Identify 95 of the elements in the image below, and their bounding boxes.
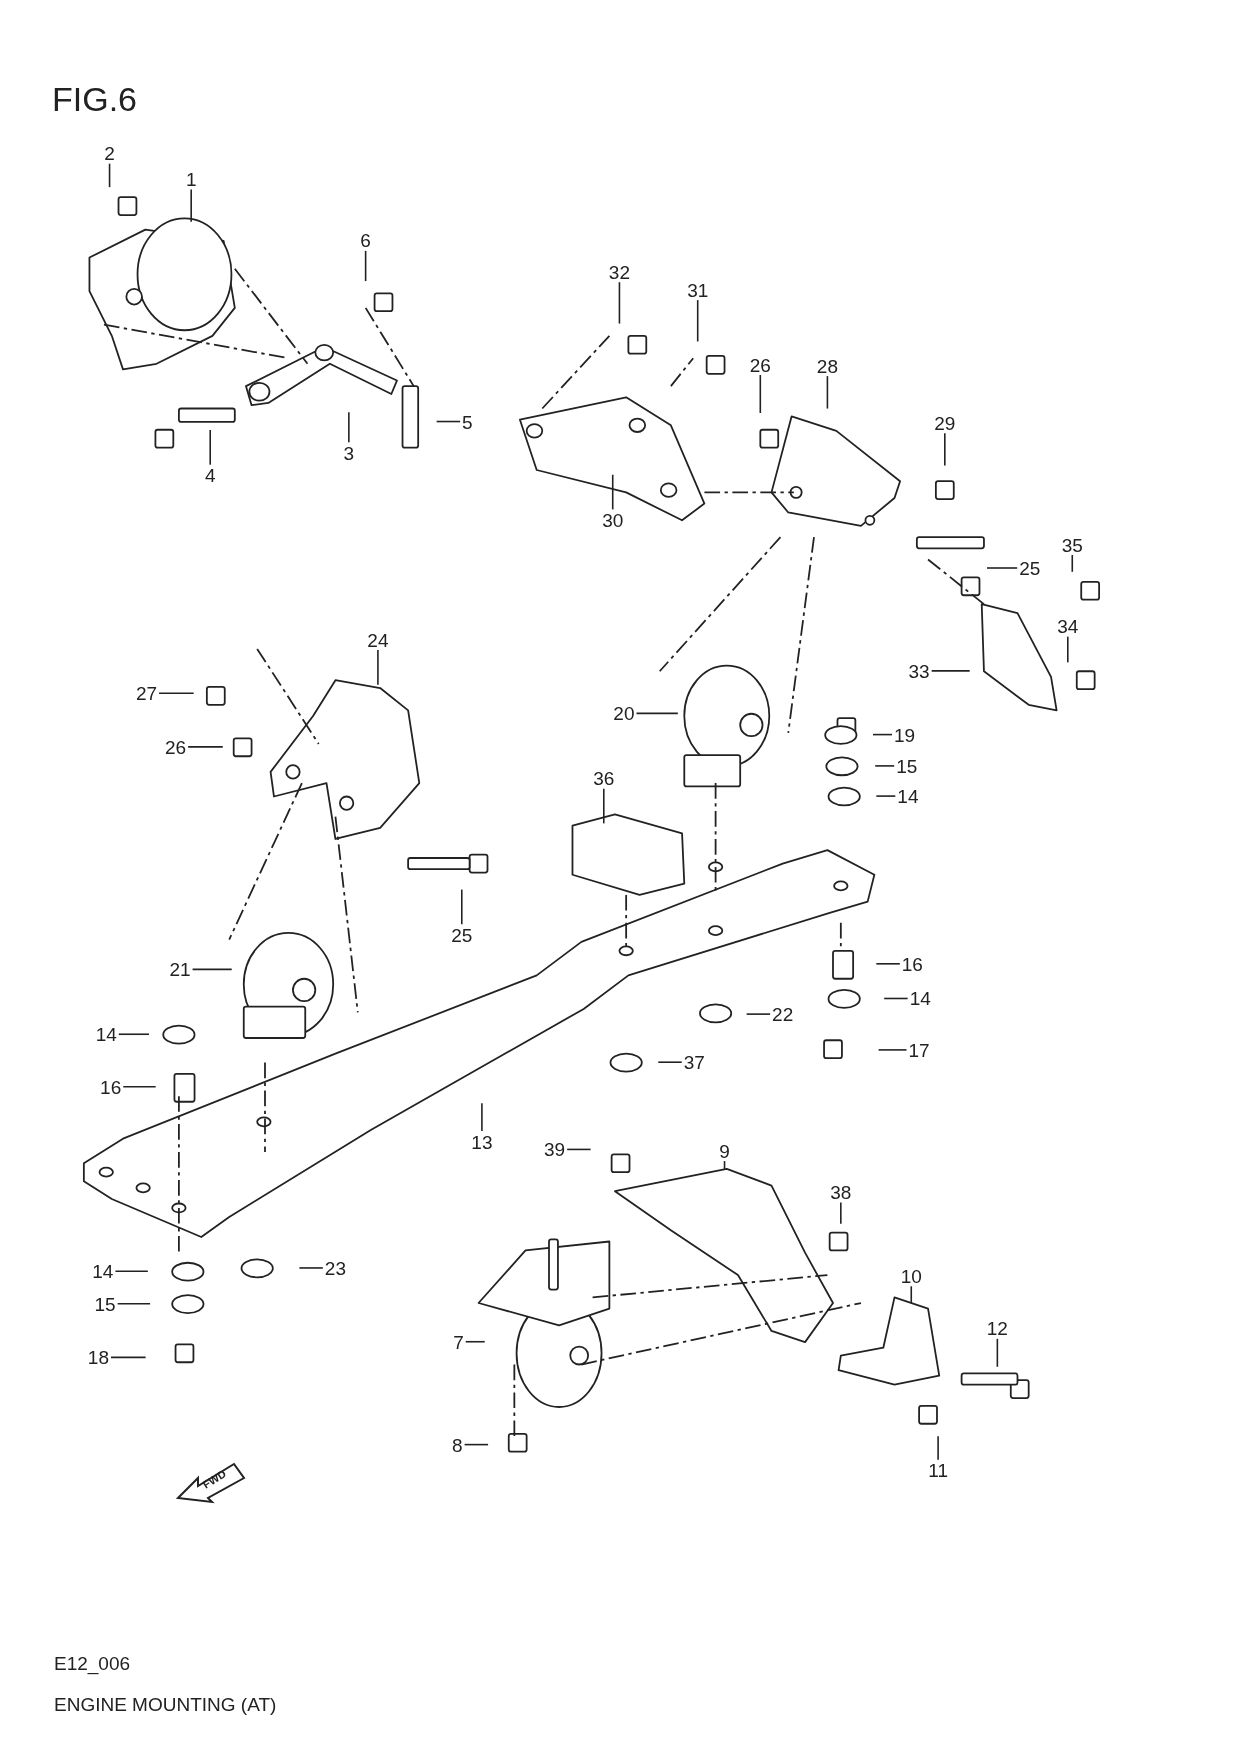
leader-line (110, 1356, 147, 1359)
callout-number: 2 (102, 142, 117, 164)
callout-number: 4 (202, 464, 218, 486)
callout-number: 35 (1059, 534, 1085, 555)
callout-number: 32 (606, 261, 632, 283)
leader-line (611, 473, 614, 511)
callout-number: 13 (469, 1131, 495, 1153)
leader-line (1071, 554, 1074, 573)
callout-number: 16 (899, 953, 925, 975)
callout-number: 22 (770, 1003, 796, 1025)
callout-number: 38 (828, 1181, 854, 1203)
callout-number: 29 (932, 412, 958, 434)
leader-line (122, 1086, 157, 1088)
callout-number: 3 (341, 442, 357, 464)
leader-line (1067, 635, 1069, 664)
callout-number: 25 (449, 924, 475, 946)
callout-number: 16 (98, 1076, 124, 1098)
callout-number: 15 (894, 755, 920, 777)
leader-line (996, 1338, 999, 1368)
leader-line (118, 1033, 150, 1036)
callout-number: 27 (133, 682, 160, 704)
callout-number: 12 (984, 1317, 1010, 1339)
leader-line (464, 1340, 486, 1343)
callout-number: 6 (358, 229, 373, 251)
callout-number: 17 (906, 1039, 932, 1061)
callout-number: 14 (93, 1023, 119, 1045)
leader-line (635, 712, 679, 715)
leader-line (696, 299, 699, 343)
leader-line (298, 1267, 324, 1269)
callout-number: 30 (600, 509, 626, 531)
leader-line (108, 162, 111, 188)
callout-number: 39 (542, 1138, 568, 1160)
leader-line (187, 746, 224, 748)
callout-number: 33 (906, 660, 932, 682)
callout-number: 18 (85, 1346, 111, 1368)
leader-line (937, 1435, 939, 1461)
callout-number: 8 (450, 1434, 465, 1456)
leader-line (377, 649, 379, 686)
leader-line (435, 420, 461, 423)
leader-line (759, 374, 762, 414)
caption: ENGINE MOUNTING (AT) (54, 1695, 277, 1714)
callout-number: 34 (1055, 615, 1081, 637)
drawing-code: E12_006 (54, 1654, 131, 1673)
callout-number: 14 (907, 988, 933, 1009)
leader-line (910, 1285, 913, 1304)
callout-number: 14 (895, 785, 921, 807)
callout-number: 19 (892, 724, 918, 746)
leader-line (944, 432, 946, 467)
leader-line (877, 1049, 908, 1051)
leader-line (364, 250, 367, 282)
leader-line (481, 1102, 483, 1132)
leader-line (657, 1061, 683, 1063)
leader-line (566, 1148, 592, 1151)
callout-number: 37 (681, 1051, 707, 1073)
callout-number: 5 (460, 411, 475, 433)
callout-number: 20 (611, 702, 637, 724)
leader-line (874, 765, 896, 767)
callout-number: 15 (92, 1293, 118, 1315)
leader-line (745, 1013, 771, 1015)
figure-title: FIG.6 (52, 82, 138, 116)
leader-line (190, 188, 192, 223)
callout-number: 24 (365, 629, 391, 651)
callout-number: 10 (898, 1265, 924, 1287)
leader-line (463, 1443, 489, 1446)
callout-number: 11 (926, 1459, 950, 1481)
callout-number: 21 (167, 958, 193, 980)
leader-line (116, 1302, 151, 1305)
callout-number: 14 (90, 1260, 116, 1282)
callout-number: 25 (1017, 557, 1043, 579)
leader-line (114, 1270, 149, 1273)
callout-number: 31 (685, 279, 711, 301)
leader-line (986, 567, 1018, 569)
callout-number: 26 (747, 354, 773, 375)
leader-line (930, 670, 971, 672)
leader-line (209, 429, 211, 466)
leader-line (191, 968, 233, 971)
leader-line (826, 375, 829, 410)
leader-line (348, 411, 350, 444)
leader-line (460, 888, 463, 926)
callout-number: 23 (322, 1257, 348, 1279)
leader-line (883, 997, 909, 1000)
callout-number: 1 (183, 168, 199, 190)
callout-number: 9 (717, 1140, 732, 1162)
callout-number: 36 (591, 767, 617, 789)
leader-line (603, 787, 605, 825)
leader-line (840, 1201, 842, 1225)
callout-number: 7 (451, 1331, 466, 1353)
leader-line (875, 963, 901, 965)
leader-line (158, 692, 195, 695)
callout-number: 26 (162, 736, 189, 758)
leader-line (723, 1160, 726, 1171)
leader-line (875, 795, 897, 797)
callout-number: 28 (814, 355, 840, 377)
leader-line (618, 281, 621, 325)
leader-line (872, 733, 893, 736)
